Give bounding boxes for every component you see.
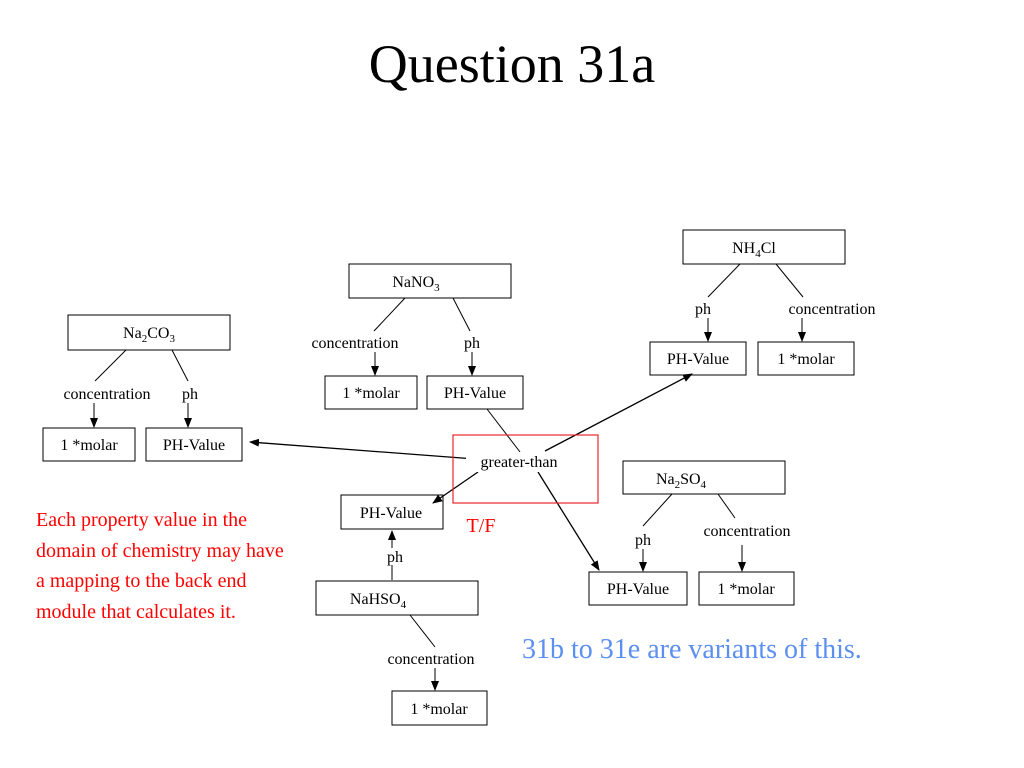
na2co3-group: Na2CO3 concentration ph 1 *molar PH-Valu…: [42, 314, 243, 462]
na2co3-ph-value-box[interactable]: [145, 427, 243, 462]
na2so4-label: Na2SO4: [656, 471, 707, 491]
nano3-group: NaNO3 concentration ph 1 *molar PH-Value: [311, 263, 524, 410]
na2so4-ph-value-box[interactable]: [588, 571, 688, 606]
na2co3-box[interactable]: [67, 314, 231, 351]
greater-than-selection-box[interactable]: [452, 434, 599, 504]
na2so4-ph-value-label: PH-Value: [607, 581, 669, 598]
na2co3-concentration-label: concentration: [63, 386, 150, 403]
greater-than-label: greater-than: [481, 454, 558, 471]
na2so4-group: Na2SO4 ph concentration PH-Value 1 *mola…: [588, 460, 795, 606]
nahso4-group: PH-Value ph NaHSO4 concentration 1 *mola…: [315, 494, 488, 726]
chemistry-mapping-note: Each property value in the domain of che…: [36, 509, 284, 623]
nano3-ph-label: ph: [464, 335, 480, 352]
nh4cl-concentration-edge: [775, 263, 804, 298]
nh4cl-ph-value-label: PH-Value: [667, 351, 729, 368]
nano3-molar-box[interactable]: [324, 375, 418, 410]
nahso4-molar-label: 1 *molar: [410, 701, 468, 718]
nh4cl-ph-label: ph: [695, 301, 711, 318]
nh4cl-molar-box[interactable]: [757, 341, 855, 376]
nano3-concentration-label: concentration: [311, 335, 398, 352]
nano3-concentration-edge: [373, 297, 406, 332]
nahso4-ph-value-label: PH-Value: [360, 505, 422, 522]
nahso4-concentration-edge: [409, 614, 436, 648]
na2co3-label: Na2CO3: [123, 325, 175, 345]
na2so4-ph-edge: [642, 493, 673, 527]
nh4cl-ph-edge: [707, 263, 741, 298]
nano3-ph-value-box[interactable]: [426, 375, 524, 410]
na2so4-molar-label: 1 *molar: [717, 581, 775, 598]
nano3-molar-label: 1 *molar: [342, 385, 400, 402]
variants-note: 31b to 31e are variants of this.: [522, 634, 862, 665]
nano3-ph-edge: [452, 297, 471, 332]
nahso4-molar-box[interactable]: [391, 690, 488, 726]
nahso4-concentration-label: concentration: [387, 651, 474, 668]
arrow-to-na2co3-ph-value: [249, 438, 476, 460]
nano3-box[interactable]: [348, 263, 512, 299]
na2co3-ph-value-label: PH-Value: [163, 437, 225, 454]
greater-than-input-edge: [486, 408, 521, 453]
na2so4-ph-label: ph: [635, 532, 651, 549]
nh4cl-ph-value-box[interactable]: [649, 341, 747, 376]
na2so4-concentration-edge: [717, 493, 736, 519]
na2so4-concentration-label: concentration: [703, 523, 790, 540]
nh4cl-label: NH4Cl: [732, 240, 776, 260]
nahso4-ph-value-box[interactable]: [340, 494, 444, 530]
na2co3-concentration-edge: [94, 349, 127, 382]
arrow-to-nh4cl-ph-value: [544, 373, 693, 452]
nh4cl-concentration-label: concentration: [788, 301, 875, 318]
nahso4-ph-label: ph: [387, 549, 403, 566]
na2co3-ph-edge: [171, 349, 189, 382]
nano3-ph-value-label: PH-Value: [444, 385, 506, 402]
slide-title: Question 31a: [368, 34, 656, 94]
nh4cl-box[interactable]: [682, 229, 846, 265]
na2co3-ph-label: ph: [182, 386, 198, 403]
arrow-to-na2so4-ph-value: [537, 471, 600, 571]
nahso4-label: NaHSO4: [350, 591, 407, 611]
na2co3-molar-label: 1 *molar: [60, 437, 118, 454]
nano3-label: NaNO3: [392, 274, 440, 294]
greater-than-node: greater-than T/F: [249, 373, 693, 571]
na2so4-molar-box[interactable]: [698, 571, 795, 606]
greater-than-label-bg: [466, 452, 570, 472]
nh4cl-group: NH4Cl ph concentration PH-Value 1 *molar: [649, 229, 876, 376]
nh4cl-molar-label: 1 *molar: [777, 351, 835, 368]
na2co3-molar-box[interactable]: [42, 427, 136, 462]
na2so4-box[interactable]: [622, 460, 786, 495]
tf-label: T/F: [467, 515, 496, 537]
nahso4-box[interactable]: [315, 580, 479, 616]
arrow-to-nahso4-ph-value: [432, 471, 479, 504]
